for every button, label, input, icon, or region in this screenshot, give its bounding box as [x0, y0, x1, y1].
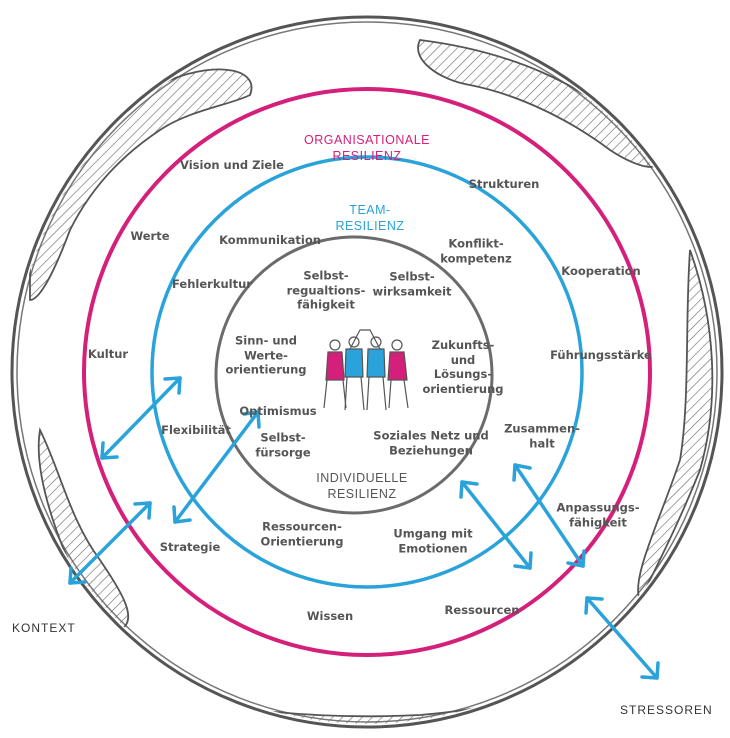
- context-label: KONTEXT: [12, 621, 76, 635]
- team-item-flexibility: Flexibilität: [161, 422, 231, 437]
- team-people-illustration: [323, 329, 409, 411]
- org-item-cohesion: Zusammen- halt: [504, 421, 580, 451]
- org-item-adaptability: Anpassungs- fähigkeit: [556, 500, 640, 530]
- person-head: [391, 339, 403, 351]
- org-item-leadership: Führungsstärke: [550, 347, 652, 362]
- person-body: [366, 348, 386, 378]
- raised-hands: [349, 329, 381, 350]
- individual-item-future: Zukunfts- und Lösungs- orientierung: [422, 338, 504, 396]
- org-item-strategy: Strategie: [159, 539, 221, 554]
- individual-ring: [214, 235, 494, 515]
- arrow-team-individual: [172, 410, 261, 524]
- org-item-vision: Vision und Ziele: [180, 157, 284, 172]
- team-ring: [150, 155, 584, 589]
- person-legs: [344, 376, 365, 411]
- team-item-error-culture: Fehlerkultur: [172, 276, 252, 291]
- arrow-context-team: [68, 501, 152, 585]
- individual-item-self-regulation: Selbst- regualtions- fähigkeit: [286, 268, 366, 312]
- stressors-label: STRESSOREN: [620, 703, 713, 717]
- person-head: [329, 339, 341, 351]
- organisational-resilience-heading: ORGANISATIONALE RESILIENZ: [303, 133, 431, 163]
- org-item-culture: Kultur: [87, 346, 129, 361]
- org-item-values: Werte: [130, 228, 170, 243]
- individual-item-optimism: Optimismus: [239, 403, 317, 418]
- person-body: [325, 351, 345, 381]
- org-item-knowledge: Wissen: [306, 608, 354, 623]
- team-item-emotions: Umgang mit Emotionen: [393, 526, 473, 556]
- globe-outline: [10, 15, 724, 729]
- arrow-team-org: [512, 463, 586, 568]
- arrows: [68, 376, 660, 680]
- person-legs: [366, 376, 387, 411]
- individual-item-self-efficacy: Selbst- wirksamkeit: [372, 269, 452, 299]
- team-item-resource-orientation: Ressourcen- Orientierung: [260, 519, 344, 549]
- team-item-conflict: Konflikt- kompetenz: [440, 236, 512, 266]
- person-legs: [388, 379, 409, 409]
- individual-item-self-care: Selbst- fürsorge: [255, 430, 311, 460]
- continent-north-asia: [417, 39, 658, 168]
- individual-item-meaning: Sinn- und Werte- orientierung: [225, 333, 307, 377]
- org-item-cooperation: Kooperation: [561, 263, 641, 278]
- individual-resilience-heading: INDIVIDUELLE RESILIENZ: [316, 471, 408, 501]
- org-item-resources: Ressourcen: [444, 602, 520, 617]
- team-resilience-heading: TEAM- RESILIENZ: [335, 203, 405, 233]
- individual-item-social-network: Soziales Netz und Beziehungen: [373, 428, 489, 458]
- arrow-context-org: [100, 376, 182, 460]
- person-body: [344, 348, 364, 378]
- team-item-communication: Kommunikation: [219, 232, 321, 247]
- person-body: [387, 351, 408, 381]
- org-item-structures: Strukturen: [468, 176, 540, 191]
- arrow-stressors: [584, 596, 660, 680]
- arrow-individual-team: [459, 480, 533, 570]
